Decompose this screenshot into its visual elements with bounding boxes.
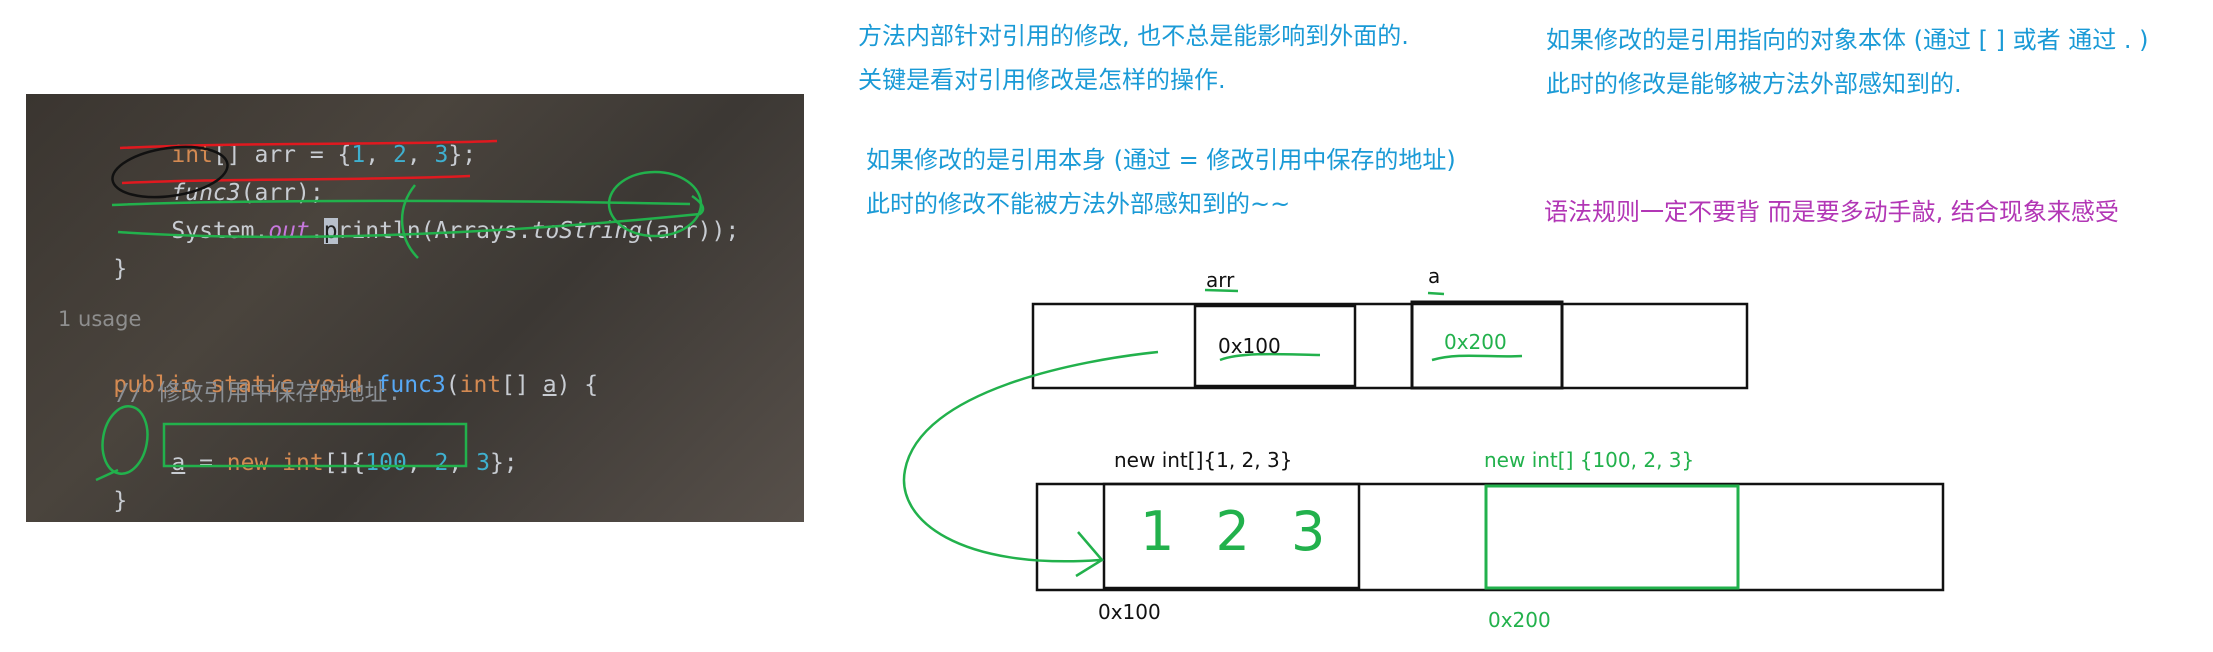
arr-underline [1204, 288, 1239, 293]
number-literal: 2 [434, 450, 449, 476]
number-literal: 100 [365, 450, 407, 476]
green-underline-sysout [111, 199, 691, 207]
arr-label: arr [1206, 268, 1235, 292]
number-literal: 3 [476, 450, 490, 476]
stack-frame-box [1031, 302, 1749, 390]
method-name: func3 [376, 372, 446, 398]
green-circle-arr [607, 170, 703, 238]
code-text: , [406, 450, 435, 476]
code-line-8: a = new int[]{100, 2, 3}; [116, 418, 518, 508]
closing-brace: } [113, 256, 128, 282]
green-tick [95, 468, 119, 482]
code-text: System. [171, 218, 269, 244]
code-text: (arr)); [642, 218, 740, 244]
arr-slot [1193, 304, 1357, 388]
note-purple: 语法规则一定不要背 而是要多动手敲, 结合现象来感受 [1544, 198, 2119, 226]
value-underline-arr [1219, 352, 1321, 362]
green-curve-arrays [117, 194, 705, 239]
code-text: []{ [323, 450, 366, 476]
green-box-new-array [162, 422, 468, 468]
green-curve-left [400, 184, 419, 259]
note-top-left-1: 方法内部针对引用的修改, 也不总是能影响到外面的. [858, 22, 1409, 50]
arr-value: 0x100 [1218, 334, 1281, 358]
note-top-right-1: 如果修改的是引用指向的对象本体 (通过 [ ] 或者 通过 . ) [1546, 26, 2149, 54]
number-literal: 2 [392, 142, 407, 168]
black-circle-func3 [111, 145, 229, 199]
heap-object-2-label: new int[] {100, 2, 3} [1484, 448, 1695, 472]
a-slot [1410, 300, 1564, 390]
number-literal: 3 [434, 142, 449, 168]
reference-arrow [902, 350, 1159, 563]
closing-brace: } [113, 488, 128, 514]
code-line-6: public static void func3(int[] a) { [58, 340, 598, 430]
static-field: out [268, 218, 310, 244]
heap-object-1-contents: 1 2 3 [1140, 500, 1338, 563]
note-mid-2: 此时的修改不能被方法外部感知到的~~ [866, 190, 1291, 218]
value-underline-a [1431, 354, 1523, 362]
heap-object-2-address: 0x200 [1488, 608, 1551, 632]
a-underline [1427, 291, 1445, 296]
green-circle-a [101, 405, 149, 475]
code-text: [] [501, 372, 543, 398]
code-text: [] arr = { [212, 142, 352, 168]
heap-object-1-address: 0x100 [1098, 600, 1161, 624]
type-keyword: int [459, 372, 502, 398]
heap-object-2 [1484, 484, 1740, 590]
code-comment: // 修改引用中保存的地址. [116, 380, 402, 406]
parameter-name: a [542, 372, 557, 398]
code-text: ( [445, 372, 460, 398]
a-value: 0x200 [1444, 330, 1507, 354]
code-line-9: } [58, 456, 127, 522]
heap-object-1 [1102, 482, 1361, 590]
code-text: ) { [556, 372, 599, 398]
a-label: a [1428, 264, 1441, 288]
code-text: }; [489, 450, 518, 476]
new-keyword: new int [226, 450, 324, 476]
note-top-left-2: 关键是看对引用修改是怎样的操作. [858, 66, 1226, 94]
heap-object-1-label: new int[]{1, 2, 3} [1114, 448, 1293, 472]
red-underline-1 [119, 139, 498, 150]
code-text: , [448, 450, 477, 476]
code-text: , [406, 142, 435, 168]
number-literal: 1 [351, 142, 366, 168]
method-call: toString [531, 218, 643, 244]
parameter-name: a [171, 450, 186, 476]
red-underline-2 [121, 174, 471, 185]
note-top-right-2: 此时的修改是能够被方法外部感知到的. [1546, 70, 1962, 98]
note-mid-1: 如果修改的是引用本身 (通过 = 修改引用中保存的地址) [866, 146, 1456, 174]
code-line-4: } [58, 224, 127, 314]
code-text: , [365, 142, 393, 168]
usage-hint[interactable]: 1 usage [58, 307, 142, 331]
code-editor-panel: int[] arr = {1, 2, 3}; func3(arr); Syste… [26, 94, 804, 522]
modifiers-keyword: public static void [113, 372, 377, 398]
code-text: = [185, 450, 227, 476]
arrow-head [1075, 531, 1104, 578]
code-line-3: System.out.println(Arrays.toString(arr))… [116, 186, 739, 276]
heap-box [1035, 482, 1945, 592]
code-text: }; [448, 142, 477, 168]
